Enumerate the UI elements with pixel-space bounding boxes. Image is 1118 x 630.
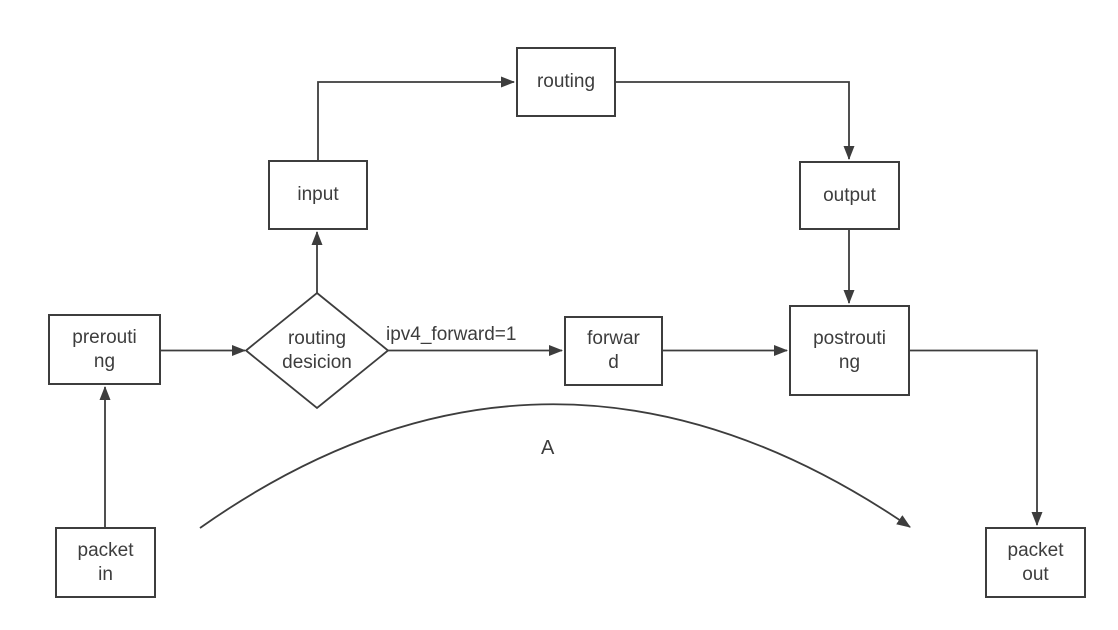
node-packet-out: packet out <box>985 527 1086 598</box>
node-input: input <box>268 160 368 230</box>
node-prerouting-label-line1: prerouti <box>72 326 137 348</box>
node-packet-in-label-line2: in <box>98 563 113 585</box>
edge-label-ipv4-forward: ipv4_forward=1 <box>386 324 517 345</box>
edge-input-to-routing <box>317 76 515 160</box>
node-forward: forwar d <box>564 316 663 386</box>
node-postrouting-label-line1: postrouti <box>813 327 886 349</box>
node-packet-out-label-line2: out <box>1022 563 1049 585</box>
bypass-arc-arrow <box>199 403 911 529</box>
node-routing: routing <box>516 47 616 117</box>
node-routing-decision-label-line1: routing <box>287 327 347 349</box>
node-input-label: input <box>297 184 339 205</box>
edge-routing-to-output <box>616 81 855 160</box>
node-output: output <box>799 161 900 230</box>
node-routing-decision-label-line2: desicion <box>282 351 352 373</box>
node-forward-label-line2: d <box>608 352 619 373</box>
edge-postrouting-to-packetout <box>910 349 1043 526</box>
arc-label-a: A <box>541 437 555 459</box>
node-packet-out-label-line1: packet <box>1007 539 1064 561</box>
node-output-label: output <box>823 184 876 206</box>
node-packet-in-label-line1: packet <box>77 539 134 561</box>
node-routing-label: routing <box>536 71 596 92</box>
node-postrouting: postrouti ng <box>789 305 910 396</box>
node-prerouting: prerouti ng <box>48 314 161 385</box>
node-prerouting-label-line2: ng <box>93 350 116 372</box>
node-routing-decision: routing desicion <box>247 302 387 399</box>
decision-diamond-shape <box>244 291 390 410</box>
node-forward-label-line1: forwar <box>587 328 640 349</box>
node-postrouting-label-line2: ng <box>838 351 861 373</box>
node-packet-in: packet in <box>55 527 156 598</box>
